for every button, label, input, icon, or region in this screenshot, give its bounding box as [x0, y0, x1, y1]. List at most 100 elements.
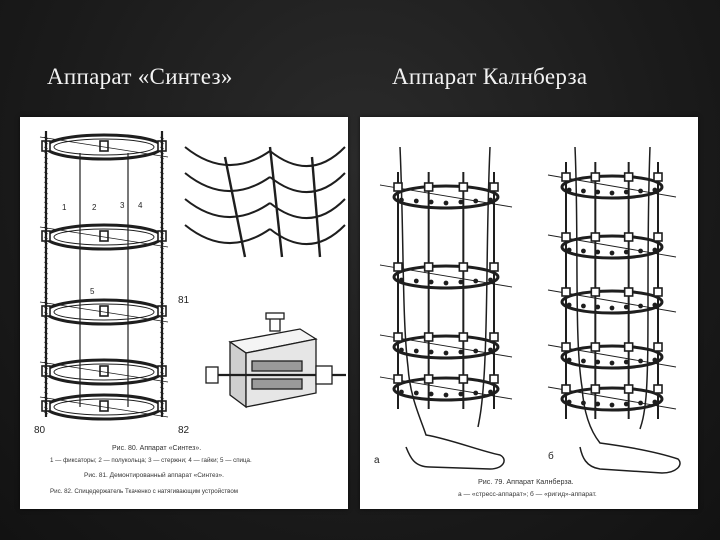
rod-nut — [590, 287, 601, 297]
rod-thread — [159, 341, 165, 345]
rod-thread — [43, 311, 49, 315]
ring-hole — [488, 277, 493, 283]
rod-thread — [159, 181, 165, 185]
rod-nut — [458, 262, 469, 272]
kalnberz-rigid-frame — [547, 162, 677, 419]
ring-hole — [609, 190, 615, 196]
rod-thread — [159, 201, 165, 205]
ring-hole — [428, 349, 434, 355]
rod-thread — [159, 311, 165, 315]
half-ring — [269, 146, 346, 167]
rod-thread — [159, 241, 165, 245]
rod-thread — [159, 166, 165, 170]
rod-thread — [43, 186, 49, 190]
synthesis-apparatus-drawing — [39, 131, 346, 421]
rod-thread — [43, 306, 49, 310]
ring-hole — [652, 357, 658, 363]
caption-line-4: Рис. 82. Спицедержатель Ткаченко с натяг… — [50, 488, 239, 495]
rod-thread — [43, 276, 49, 280]
half-ring — [184, 198, 271, 218]
ring-hole — [609, 305, 615, 311]
frame-ring-inner — [53, 138, 155, 156]
leg-outline-b — [574, 146, 681, 474]
rod-nut — [489, 332, 499, 342]
rod-thread — [159, 376, 165, 380]
rod-thread — [43, 406, 49, 410]
rod-thread — [159, 191, 165, 195]
rod-thread — [43, 201, 49, 205]
part-number-5: 5 — [90, 287, 95, 296]
ring-hole — [428, 391, 434, 397]
apparatus-ring — [392, 334, 500, 360]
ring-hole — [595, 359, 601, 365]
apparatus-ring — [560, 386, 664, 412]
ring-hole — [595, 249, 601, 255]
rod-nut — [489, 262, 499, 272]
rod-nut — [458, 374, 469, 384]
rod-thread — [159, 276, 165, 280]
rod-nut — [653, 342, 663, 352]
frame-wire — [39, 226, 169, 248]
ring-hole — [566, 357, 572, 363]
ring-hole — [566, 399, 572, 405]
rod-thread — [43, 271, 49, 275]
ring-hole — [399, 389, 404, 395]
wire-tensioner-block — [205, 312, 346, 409]
apparatus-ring — [392, 376, 500, 402]
rod-thread — [159, 326, 165, 330]
ring-clamp — [99, 400, 109, 412]
rod-nut — [590, 172, 601, 182]
rod-thread — [159, 231, 165, 235]
rod-thread — [43, 176, 49, 180]
ring-hole — [399, 347, 404, 353]
ring-hole — [443, 350, 449, 356]
rod-thread — [159, 361, 165, 365]
rod-nut — [423, 182, 434, 192]
rod-thread — [159, 146, 165, 150]
part-number-2: 2 — [92, 203, 97, 212]
rod-nut — [590, 384, 601, 394]
rod-thread — [159, 301, 165, 305]
rod-thread — [159, 351, 165, 355]
ring-hole — [566, 302, 572, 308]
rod-nut — [653, 172, 663, 182]
rod-thread — [159, 331, 165, 335]
frame-ring-inner — [53, 303, 155, 321]
caption-line-1: Рис. 79. Аппарат Калнберза. — [478, 477, 574, 486]
rod-thread — [43, 286, 49, 290]
ring-hole — [581, 303, 586, 309]
rod-thread — [43, 161, 49, 165]
rod-thread — [159, 196, 165, 200]
rod-thread — [43, 291, 49, 295]
ring-hole — [609, 250, 615, 256]
rod-thread — [159, 206, 165, 210]
rod-thread — [43, 251, 49, 255]
threaded-rod — [268, 146, 284, 258]
apparatus-ring — [392, 264, 500, 290]
ring-hole — [581, 358, 586, 364]
rod-thread — [159, 366, 165, 370]
rod-thread — [159, 391, 165, 395]
ring-hole — [399, 277, 404, 283]
rod-thread — [159, 256, 165, 260]
rod-thread — [159, 221, 165, 225]
rod-thread — [159, 321, 165, 325]
rod-nut — [458, 332, 469, 342]
ring-hole — [623, 249, 629, 255]
ring-hole — [609, 360, 615, 366]
ring-clamp — [99, 365, 109, 377]
frame-wire — [39, 301, 169, 323]
ring-hole — [595, 401, 601, 407]
rod-nut — [423, 374, 434, 384]
kalnberz-figure-panel: а б Рис. 79. Аппарат Калнберза. а — «стр… — [360, 117, 698, 509]
rod-thread — [43, 231, 49, 235]
rod-thread — [43, 326, 49, 330]
ring-hole — [652, 302, 658, 308]
rod-thread — [159, 136, 165, 140]
ring-clamp — [99, 140, 109, 152]
rod-nut — [489, 182, 499, 192]
rod-thread — [43, 196, 49, 200]
rod-thread — [159, 316, 165, 320]
ring-hole — [652, 187, 658, 193]
